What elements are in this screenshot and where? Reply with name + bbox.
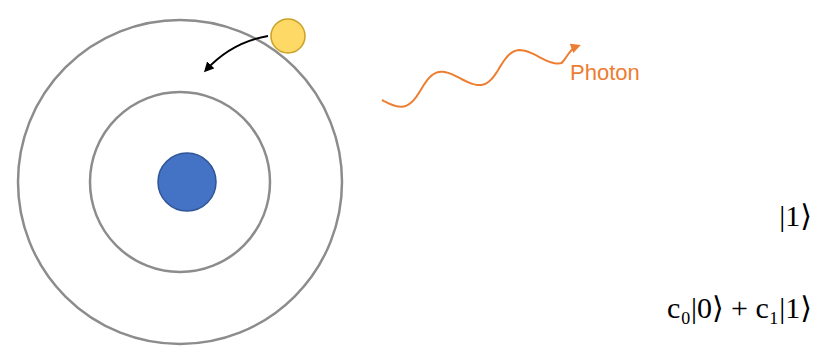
- electron: [271, 19, 305, 53]
- outer-orbit: [18, 20, 342, 344]
- excited-state: |1⟩: [779, 198, 812, 234]
- inner-orbit: [90, 92, 270, 272]
- nucleus: [158, 153, 216, 211]
- photon-label: Photon: [570, 60, 640, 86]
- photon-wave: [382, 46, 578, 107]
- transition-arrow: [206, 36, 268, 70]
- superposition-state: c₀|0⟩ + c₁|1⟩: [667, 290, 812, 326]
